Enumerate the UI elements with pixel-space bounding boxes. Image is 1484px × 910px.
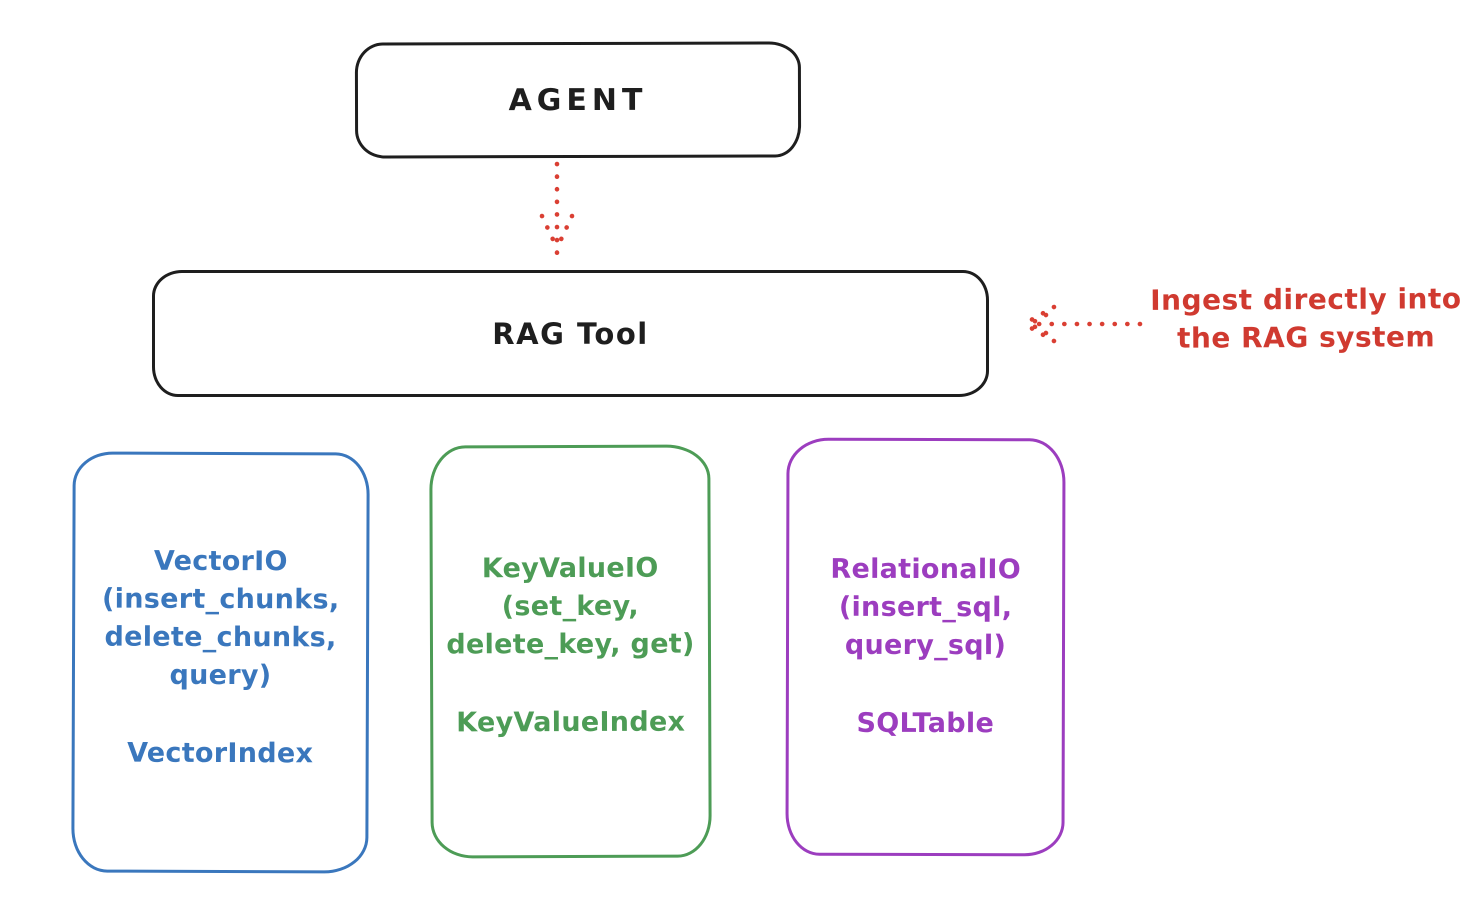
ingest-annotation-line2: the RAG system <box>1176 320 1436 355</box>
vector-io-line: query) <box>169 659 272 692</box>
vector-io-line: VectorIO <box>153 545 288 578</box>
relational-io-line: (insert_sql, <box>838 591 1013 624</box>
vector-io-box: VectorIO (insert_chunks, delete_chunks, … <box>71 451 370 874</box>
relational-io-box: RelationalIO (insert_sql, query_sql) SQL… <box>785 437 1066 857</box>
ingest-annotation: Ingest directly into the RAG system <box>1136 280 1476 358</box>
arrow-down-icon <box>539 161 575 262</box>
keyvalue-io-box: KeyValueIO (set_key, delete_key, get) Ke… <box>429 444 712 859</box>
keyvalue-io-line: KeyValueIO <box>481 552 659 585</box>
sqltable-label: SQLTable <box>856 707 995 740</box>
arrow-left-icon <box>1021 304 1143 344</box>
relational-io-line: RelationalIO <box>830 553 1022 586</box>
rag-tool-node: RAG Tool <box>152 270 989 397</box>
ingest-annotation-line1: Ingest directly into <box>1150 282 1462 317</box>
relational-io-line: query_sql) <box>844 629 1007 662</box>
vector-index-label: VectorIndex <box>127 737 314 770</box>
keyvalue-io-line: delete_key, get) <box>446 628 695 661</box>
rag-tool-node-label: RAG Tool <box>492 316 649 351</box>
vector-io-line: delete_chunks, <box>104 621 337 654</box>
agent-node: AGENT <box>354 41 802 159</box>
vector-io-line: (insert_chunks, <box>101 583 340 616</box>
keyvalue-io-line: (set_key, <box>501 590 639 623</box>
agent-node-label: AGENT <box>508 82 648 118</box>
keyvalue-index-label: KeyValueIndex <box>456 706 686 739</box>
